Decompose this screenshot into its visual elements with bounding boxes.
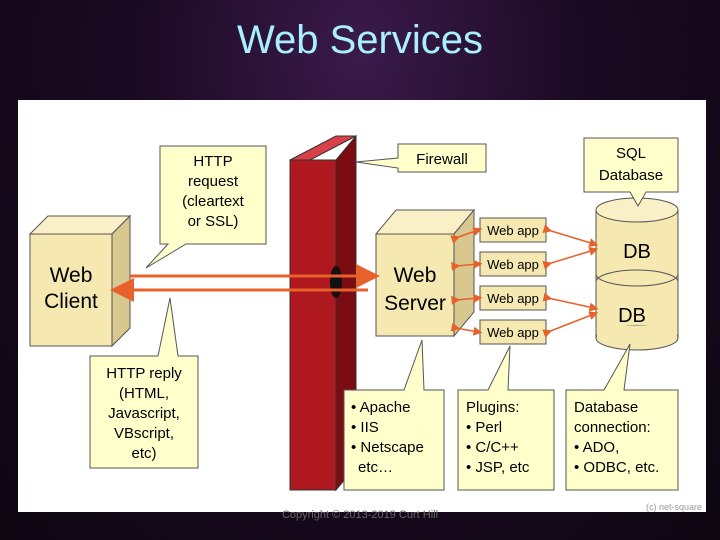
database-cylinders: DB DB xyxy=(595,197,679,351)
svg-text:(cleartext: (cleartext xyxy=(182,193,245,210)
db-label: DB xyxy=(618,305,646,327)
callout-db-connection: Database connection: • ADO, • ODBC, etc. xyxy=(565,343,679,491)
svg-text:etc…: etc… xyxy=(358,459,393,476)
svg-text:VBscript,: VBscript, xyxy=(114,425,174,442)
web-client-label-line1: Web xyxy=(50,264,93,287)
svg-text:• JSP, etc: • JSP, etc xyxy=(466,459,530,476)
web-app-label: Web app xyxy=(487,325,539,340)
callout-http-reply: HTTP reply (HTML, Javascript, VBscript, … xyxy=(89,297,199,469)
svg-text:• ODBC, etc.: • ODBC, etc. xyxy=(574,459,659,476)
svg-text:etc): etc) xyxy=(131,445,156,462)
web-services-diagram: Web Client Web Server Web app Web app We… xyxy=(18,100,706,512)
watermark: (c) net-square xyxy=(646,502,702,512)
web-client-label-line2: Client xyxy=(44,290,98,313)
diagram-canvas: Web Client Web Server Web app Web app We… xyxy=(28,134,702,512)
db-label: DB xyxy=(623,241,651,263)
callout-plugins: Plugins: • Perl • C/C++ • JSP, etc xyxy=(457,345,555,491)
callout-firewall: Firewall xyxy=(355,143,487,173)
svg-text:Database: Database xyxy=(574,399,638,416)
svg-text:request: request xyxy=(188,173,239,190)
svg-text:(HTML,: (HTML, xyxy=(119,385,169,402)
web-server-label-line1: Web xyxy=(394,264,437,287)
svg-text:• ADO,: • ADO, xyxy=(574,439,619,456)
web-app-stack: Web app Web app Web app Web app xyxy=(479,217,547,345)
svg-text:HTTP: HTTP xyxy=(193,153,232,170)
svg-text:Firewall: Firewall xyxy=(416,151,468,168)
callout-sql-database: SQL Database xyxy=(583,137,679,208)
web-app-box xyxy=(479,319,547,345)
web-app-box xyxy=(479,285,547,311)
server-app-arrows xyxy=(450,227,483,336)
web-app-label: Web app xyxy=(487,223,539,238)
svg-text:• Netscape: • Netscape xyxy=(351,439,424,456)
svg-text:• IIS: • IIS xyxy=(351,419,379,436)
svg-text:Javascript,: Javascript, xyxy=(108,405,180,422)
svg-text:Plugins:: Plugins: xyxy=(466,399,519,416)
svg-text:or SSL): or SSL) xyxy=(188,213,239,230)
callout-http-request: HTTP request (cleartext or SSL) xyxy=(145,145,267,269)
copyright-footer: Copyright © 2013-2019 Curt Hill xyxy=(281,509,439,521)
web-app-label: Web app xyxy=(487,291,539,306)
svg-text:connection:: connection: xyxy=(574,419,651,436)
callout-servers: • Apache • IIS • Netscape etc… xyxy=(343,339,445,491)
svg-text:• Perl: • Perl xyxy=(466,419,502,436)
app-db-arrows xyxy=(542,224,599,338)
http-arrows xyxy=(110,264,380,302)
web-app-label: Web app xyxy=(487,257,539,272)
web-server-box: Web Server xyxy=(374,208,476,338)
web-client-box: Web Client xyxy=(28,214,132,348)
web-server-label-line2: Server xyxy=(384,292,446,315)
svg-text:SQL: SQL xyxy=(616,145,646,162)
slide-title: Web Services xyxy=(236,18,483,62)
svg-text:Database: Database xyxy=(599,167,663,184)
svg-text:HTTP reply: HTTP reply xyxy=(106,365,182,382)
svg-text:• C/C++: • C/C++ xyxy=(466,439,519,456)
svg-text:• Apache: • Apache xyxy=(351,399,410,416)
